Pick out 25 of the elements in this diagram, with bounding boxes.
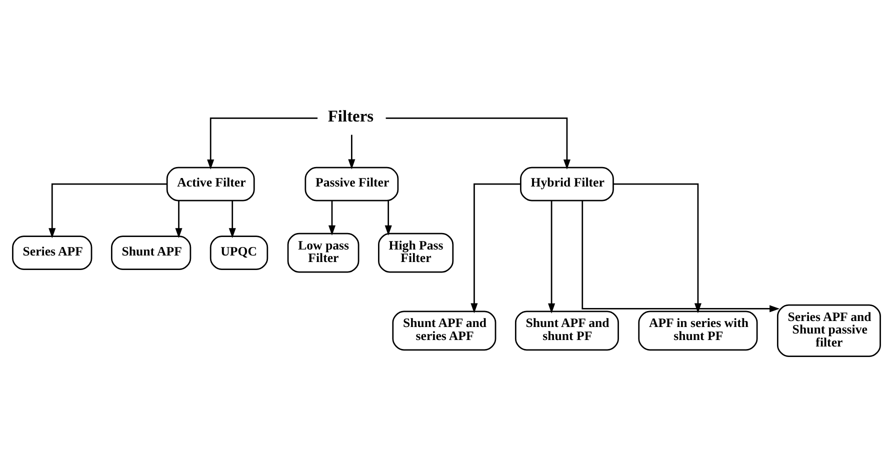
node-box: High Pass Filter bbox=[378, 232, 454, 273]
arrow bbox=[384, 200, 392, 236]
node-box: Hybrid Filter bbox=[520, 166, 614, 202]
node-box: UPQC bbox=[210, 236, 268, 270]
node-box: Shunt APF and series APF bbox=[392, 310, 496, 351]
arrow bbox=[548, 200, 556, 314]
node-box: APF in series with shunt PF bbox=[638, 310, 758, 351]
node-box: Shunt APF bbox=[110, 236, 192, 270]
node-box: Passive Filter bbox=[304, 166, 399, 202]
arrow bbox=[48, 183, 167, 238]
node-box: Series APF and Shunt passive filter bbox=[776, 304, 881, 358]
arrow bbox=[328, 200, 336, 236]
arrow bbox=[228, 200, 236, 238]
arrow bbox=[470, 183, 521, 314]
node-box: Low pass Filter bbox=[287, 232, 360, 273]
arrow bbox=[614, 183, 702, 314]
arrow bbox=[348, 134, 356, 170]
node-box: Active Filter bbox=[166, 166, 255, 202]
arrow bbox=[386, 117, 570, 170]
arrow bbox=[207, 117, 318, 170]
node-text: Filters bbox=[328, 106, 374, 126]
arrow bbox=[582, 200, 780, 312]
node-box: Shunt APF and shunt PF bbox=[514, 310, 619, 351]
arrow bbox=[175, 200, 182, 238]
node-box: Series APF bbox=[12, 236, 92, 270]
